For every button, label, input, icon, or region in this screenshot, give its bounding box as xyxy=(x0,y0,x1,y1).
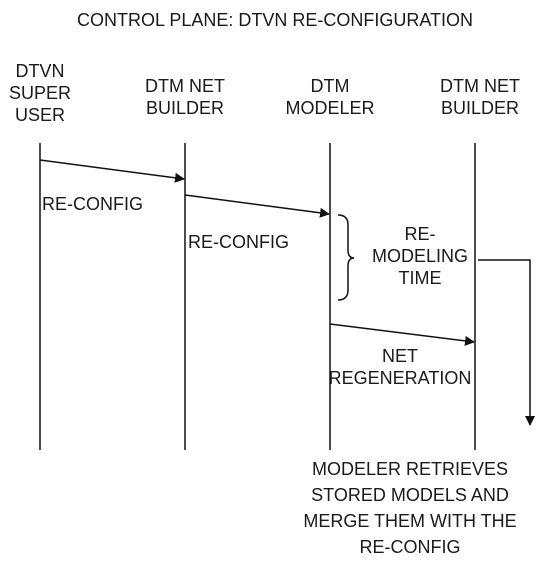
lifeline-header-line: BUILDER xyxy=(145,98,225,118)
net-regeneration-line: REGENERATION xyxy=(328,368,472,388)
lifeline-header-super-user: DTVN SUPER USER xyxy=(0,60,80,126)
bottom-note-line: STORED MODELS AND xyxy=(311,485,509,505)
message-arrow-reconfig-2 xyxy=(184,194,330,218)
lifeline-header-line: USER xyxy=(14,105,65,125)
message-arrow-net-regeneration xyxy=(329,323,475,346)
remodeling-brace xyxy=(337,214,355,301)
remodeling-time-note: RE- MODELING TIME xyxy=(360,223,480,289)
message-label-reconfig-2: RE-CONFIG xyxy=(188,232,289,252)
lifeline-header-line: DTM NET xyxy=(440,76,520,96)
lifeline-header-line: DTM NET xyxy=(145,76,225,96)
lifeline-header-line: MODELER xyxy=(285,98,375,118)
remodeling-note-line: MODELING xyxy=(371,245,468,267)
elbow-arrow-to-note xyxy=(478,259,535,426)
bottom-note-line: MODELER RETRIEVES xyxy=(311,459,509,479)
bottom-note-line: MERGE THEM WITH THE xyxy=(303,511,517,531)
remodeling-note-line: RE- xyxy=(404,224,436,244)
message-label-reconfig-1: RE-CONFIG xyxy=(42,194,143,214)
lifeline-header-modeler: DTM MODELER xyxy=(275,75,385,119)
lifeline-header-line: SUPER xyxy=(8,83,71,103)
bottom-note-line: RE-CONFIG xyxy=(359,537,461,557)
message-label-net-regeneration: NET REGENERATION xyxy=(310,345,490,389)
message-arrow-reconfig-1 xyxy=(39,159,185,183)
diagram-title: CONTROL PLANE: DTVN RE-CONFIGURATION xyxy=(76,10,474,30)
lifeline-header-line: BUILDER xyxy=(440,98,520,118)
bottom-note: MODELER RETRIEVES STORED MODELS AND MERG… xyxy=(270,456,550,560)
lifeline-header-net-builder-1: DTM NET BUILDER xyxy=(130,75,240,119)
lifeline-header-line: DTVN xyxy=(15,61,65,81)
remodeling-note-line: TIME xyxy=(398,268,442,288)
lifeline-header-net-builder-2: DTM NET BUILDER xyxy=(425,75,535,119)
lifeline-header-line: DTM xyxy=(310,76,350,96)
net-regeneration-line: NET xyxy=(382,346,418,366)
